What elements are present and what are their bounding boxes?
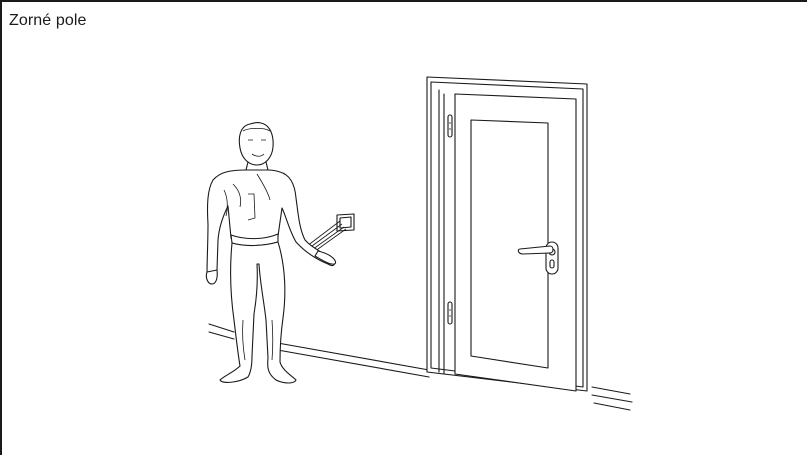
door [427,77,587,391]
wall-baseboard-right [592,387,632,410]
light-switch-icon [337,214,354,231]
human-figure-icon [206,123,335,383]
